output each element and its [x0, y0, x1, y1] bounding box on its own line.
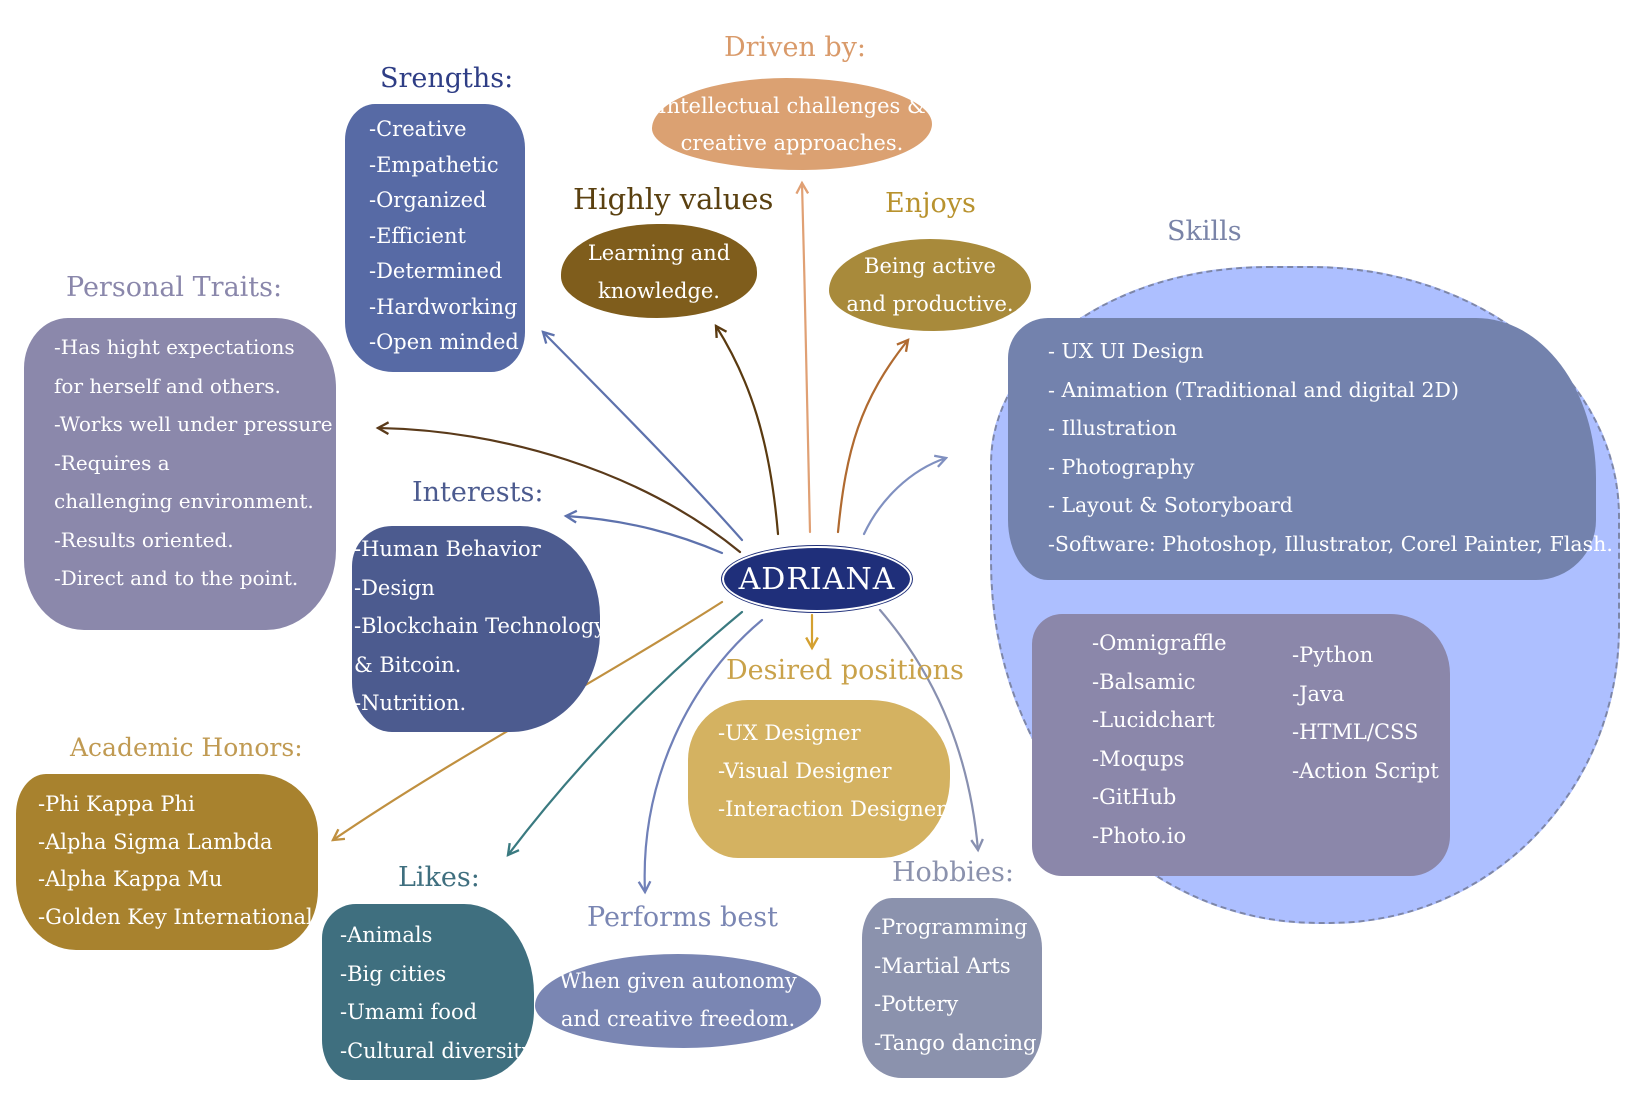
- center-node: ADRIANA: [722, 546, 912, 612]
- skills-line: -Software: Photoshop, Illustrator, Corel…: [1048, 531, 1613, 556]
- academic-line: -Phi Kappa Phi: [38, 792, 195, 816]
- hobbies-line: -Martial Arts: [874, 953, 1011, 978]
- hobbies-title: Hobbies:: [892, 857, 1014, 888]
- academic-line: -Alpha Kappa Mu: [38, 867, 223, 891]
- traits-line: for herself and others.: [54, 373, 281, 398]
- arrow-to-skills: [862, 458, 946, 536]
- interests-line: & Bitcoin.: [354, 652, 462, 677]
- skills-line: - UX UI Design: [1048, 339, 1204, 363]
- interests-line: -Design: [354, 575, 435, 600]
- skills-tools-panel: -Omnigraffle -Balsamic -Lucidchart -Moqu…: [1032, 614, 1450, 876]
- strengths-line: -Creative: [369, 117, 467, 141]
- traits-bubble: -Has hight expectations for herself and …: [24, 318, 336, 630]
- desired-bubble: -UX Designer -Visual Designer -Interacti…: [688, 700, 950, 858]
- strengths-line: -Open minded: [369, 330, 519, 354]
- skills-line: - Layout & Sotoryboard: [1048, 493, 1293, 517]
- likes-title: Likes:: [398, 862, 480, 893]
- values-title: Highly values: [573, 182, 774, 216]
- arrow-to-driven: [802, 183, 812, 534]
- tool-item: -Omnigraffle: [1092, 631, 1227, 655]
- values-line-1: Learning and: [587, 241, 731, 265]
- hobbies-bubble: -Programming -Martial Arts -Pottery -Tan…: [862, 898, 1042, 1078]
- skills-line: - Photography: [1048, 454, 1195, 479]
- values-bubble: Learning and knowledge.: [561, 224, 757, 318]
- desired-line: -Interaction Designer: [718, 797, 947, 821]
- interests-bubble: -Human Behavior -Design -Blockchain Tech…: [352, 526, 607, 732]
- academic-line: -Alpha Sigma Lambda: [38, 829, 273, 854]
- hobbies-line: -Pottery: [874, 992, 959, 1016]
- enjoys-bubble: Being active and productive.: [829, 239, 1031, 331]
- academic-line: -Golden Key International: [38, 904, 313, 929]
- strengths-line: -Organized: [369, 188, 487, 212]
- strengths-line: -Empathetic: [369, 152, 499, 177]
- enjoys-line-1: Being active: [864, 254, 996, 278]
- driven-bubble: Intellectual challenges & creative appro…: [652, 78, 932, 170]
- performs-title: Performs best: [587, 902, 779, 933]
- arrow-to-enjoys: [836, 340, 908, 534]
- likes-line: -Animals: [340, 923, 433, 947]
- traits-line: challenging environment.: [54, 489, 314, 513]
- hobbies-line: -Tango dancing: [874, 1030, 1037, 1055]
- likes-line: -Umami food: [340, 1000, 478, 1024]
- tool-item: -HTML/CSS: [1292, 720, 1419, 744]
- likes-line: -Big cities: [340, 961, 447, 986]
- skills-line: - Animation (Traditional and digital 2D): [1048, 377, 1459, 402]
- interests-title: Interests:: [412, 477, 544, 508]
- arrow-to-values: [716, 326, 780, 536]
- tool-item: -Photo.io: [1092, 823, 1187, 848]
- tool-item: -Moqups: [1092, 746, 1185, 771]
- interests-line: -Human Behavior: [354, 537, 541, 561]
- desired-line: -UX Designer: [718, 721, 861, 745]
- enjoys-line-2: and productive.: [846, 292, 1014, 316]
- interests-line: -Blockchain Technology: [354, 614, 607, 638]
- desired-line: -Visual Designer: [718, 759, 892, 783]
- academic-bubble: -Phi Kappa Phi -Alpha Sigma Lambda -Alph…: [16, 774, 318, 950]
- skills-title: Skills: [1167, 216, 1242, 247]
- likes-line: -Cultural diversity: [340, 1038, 534, 1063]
- skills-line: - Illustration: [1048, 416, 1177, 440]
- arrow-to-performs: [645, 618, 764, 892]
- strengths-line: -Hardworking: [369, 294, 518, 319]
- driven-line-1: Intellectual challenges &: [658, 94, 926, 118]
- performs-line-1: When given autonomy: [559, 969, 797, 993]
- interests-line: -Nutrition.: [354, 691, 467, 715]
- tool-item: -Balsamic: [1092, 669, 1196, 694]
- traits-line: -Direct and to the point.: [54, 566, 299, 590]
- traits-line: -Works well under pressure: [54, 412, 333, 436]
- tool-item: -Python: [1292, 643, 1374, 667]
- strengths-line: -Determined: [369, 259, 503, 283]
- arrow-to-interests: [566, 516, 724, 555]
- arrow-to-hobbies: [878, 608, 978, 850]
- arrow-to-likes: [508, 610, 744, 855]
- hobbies-line: -Programming: [874, 915, 1028, 939]
- skills-main-panel: - UX UI Design - Animation (Traditional …: [1008, 318, 1613, 580]
- performs-bubble: When given autonomy and creative freedom…: [535, 954, 821, 1048]
- desired-title: Desired positions: [726, 655, 964, 686]
- enjoys-title: Enjoys: [885, 188, 976, 219]
- values-line-2: knowledge.: [597, 279, 720, 303]
- tool-item: -GitHub: [1092, 785, 1177, 809]
- traits-title: Personal Traits:: [66, 272, 283, 303]
- traits-line: -Requires a: [54, 450, 170, 475]
- tool-item: -Java: [1292, 681, 1345, 706]
- driven-line-2: creative approaches.: [680, 131, 904, 155]
- traits-line: -Results oriented.: [54, 527, 234, 552]
- likes-bubble: -Animals -Big cities -Umami food -Cultur…: [322, 904, 534, 1080]
- traits-line: -Has hight expectations: [54, 335, 295, 359]
- arrow-to-strengths: [543, 332, 744, 542]
- tool-item: -Lucidchart: [1092, 708, 1215, 732]
- academic-title: Academic Honors:: [70, 733, 303, 762]
- strengths-bubble: -Creative -Empathetic -Organized -Effici…: [345, 104, 525, 372]
- strengths-line: -Efficient: [369, 223, 466, 248]
- strengths-title: Srengths:: [380, 63, 514, 94]
- performs-line-2: and creative freedom.: [560, 1007, 796, 1031]
- tool-item: -Action Script: [1292, 758, 1439, 783]
- arrow-to-traits: [378, 428, 742, 554]
- driven-title: Driven by:: [724, 32, 867, 63]
